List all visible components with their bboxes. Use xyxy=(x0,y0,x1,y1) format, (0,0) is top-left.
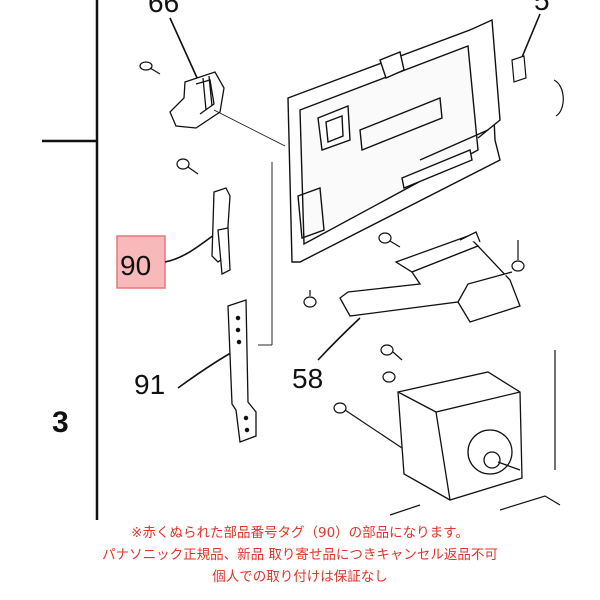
leader-line-top-right xyxy=(519,13,541,63)
main-panel xyxy=(287,18,501,263)
callout-top-left: 66 xyxy=(148,0,179,18)
notice-caption: ※赤くぬられた部品番号タグ（90）の部品になります。 パナソニック正規品、新品 … xyxy=(0,522,600,588)
screw-panel-left xyxy=(176,158,199,175)
right-edge-parts xyxy=(389,350,561,516)
leader-line-58 xyxy=(317,317,361,361)
section-label: 3 xyxy=(52,406,69,439)
exploded-parts-diagram: 3 66 5 90 91 58 xyxy=(42,0,564,520)
notice-line-3: 個人での取り付けは保証なし xyxy=(212,569,388,585)
hook-part xyxy=(169,71,225,129)
callout-90: 90 xyxy=(120,250,151,281)
screw-bracket-2 xyxy=(511,240,525,272)
leader-line-90 xyxy=(164,231,219,263)
callout-58: 58 xyxy=(292,363,323,394)
leader-line-91 xyxy=(177,349,237,389)
leader-line-top-left xyxy=(169,17,199,81)
magnetron-screws xyxy=(333,344,403,449)
screw-bracket-1 xyxy=(378,232,401,248)
magnetron xyxy=(397,371,523,501)
notice-line-2: パナソニック正規品、新品 取り寄せ品につきキャンセル返品不可 xyxy=(102,547,498,563)
dashed-guide xyxy=(213,109,286,147)
right-clip xyxy=(511,55,564,117)
part-58-bracket xyxy=(339,231,521,323)
part-91-lever xyxy=(227,299,257,443)
screw-top-left xyxy=(139,61,161,75)
screw-panel-bottom xyxy=(303,290,317,308)
notice-line-1: ※赤くぬられた部品番号タグ（90）の部品になります。 xyxy=(131,525,469,541)
callout-top-right: 5 xyxy=(534,0,550,16)
callout-91: 91 xyxy=(134,369,165,400)
frame-lines xyxy=(42,0,99,520)
part-90-latch xyxy=(211,187,231,276)
